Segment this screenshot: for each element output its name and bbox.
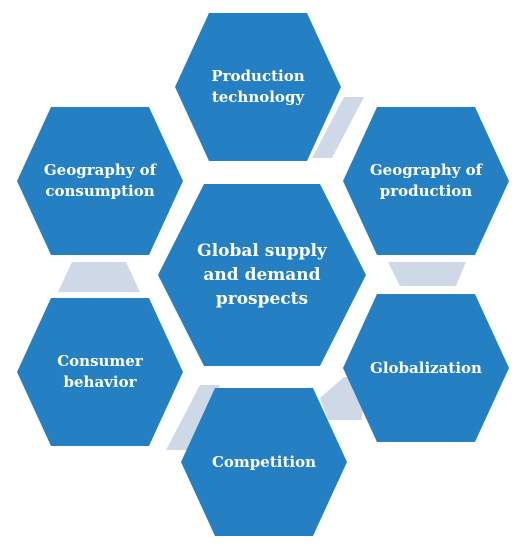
label-geography-of-production: Geography of production (369, 161, 483, 200)
label-competition: Competition (211, 452, 316, 471)
connector-production-globalization (388, 262, 466, 286)
center-label: Global supply and demand prospects (197, 241, 327, 309)
connector-technology-production (312, 97, 364, 158)
hexagon-geography-of-consumption (17, 107, 183, 255)
label-geography-of-consumption: Geography of consumption (43, 161, 157, 200)
hexagon-production-technology (175, 13, 341, 161)
label-globalization: Globalization (370, 358, 482, 377)
connector-competition-behavior (166, 385, 220, 450)
hexagon-globalization (343, 294, 509, 442)
hexagon-center (158, 184, 366, 366)
hexagon-consumer-behavior (17, 298, 183, 446)
label-production-technology: Production technology (211, 67, 305, 106)
hexagon-competition (181, 388, 347, 536)
connector-behavior-consumption (58, 262, 140, 292)
hexagon-geography-of-production (343, 107, 509, 255)
label-consumer-behavior: Consumer behavior (57, 352, 143, 391)
